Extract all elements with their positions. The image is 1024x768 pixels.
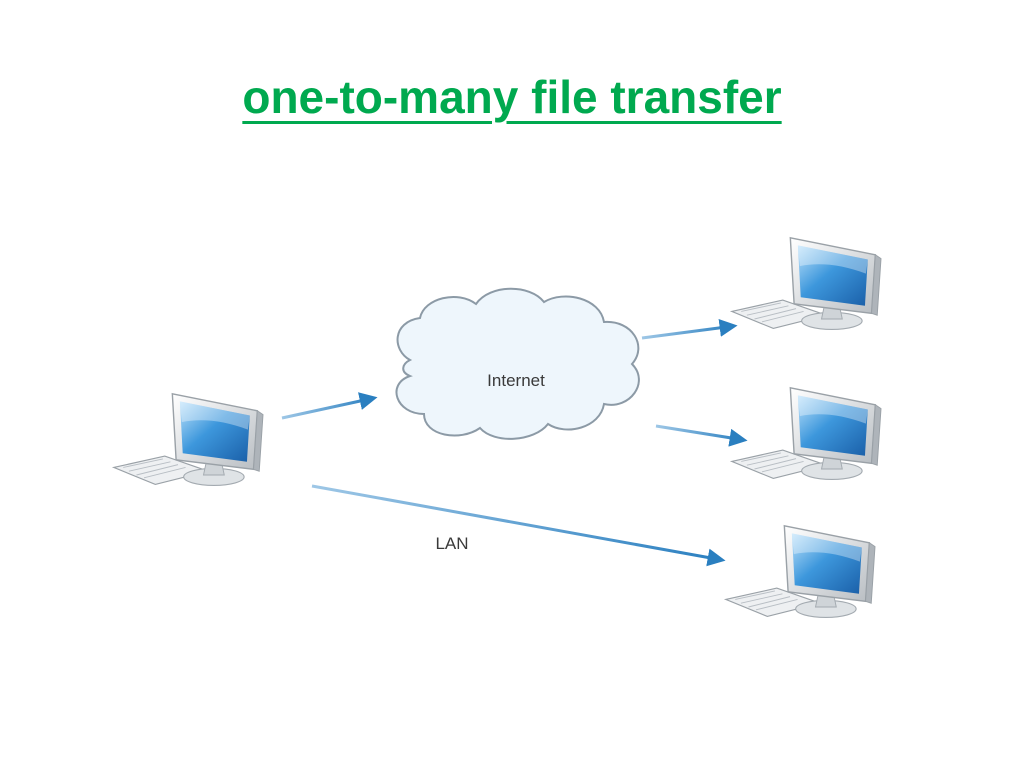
slide-title: one-to-many file transfer: [242, 71, 782, 123]
receiver-computer-2-icon: [730, 386, 882, 481]
internet-label: Internet: [487, 371, 545, 390]
arrow-internet-to-receiver-2: [655, 424, 748, 447]
lan-label: LAN: [435, 534, 468, 553]
arrow-internet-to-receiver-1: [641, 318, 738, 340]
receiver-computer-1-icon: [730, 236, 882, 331]
receiver-computer-3-icon: [724, 524, 876, 619]
internet-cloud: Internet: [395, 287, 640, 440]
arrow-source-to-receiver-3-lan: [311, 484, 726, 567]
arrow-source-to-internet: [281, 392, 378, 420]
source-computer-icon: [112, 392, 264, 487]
